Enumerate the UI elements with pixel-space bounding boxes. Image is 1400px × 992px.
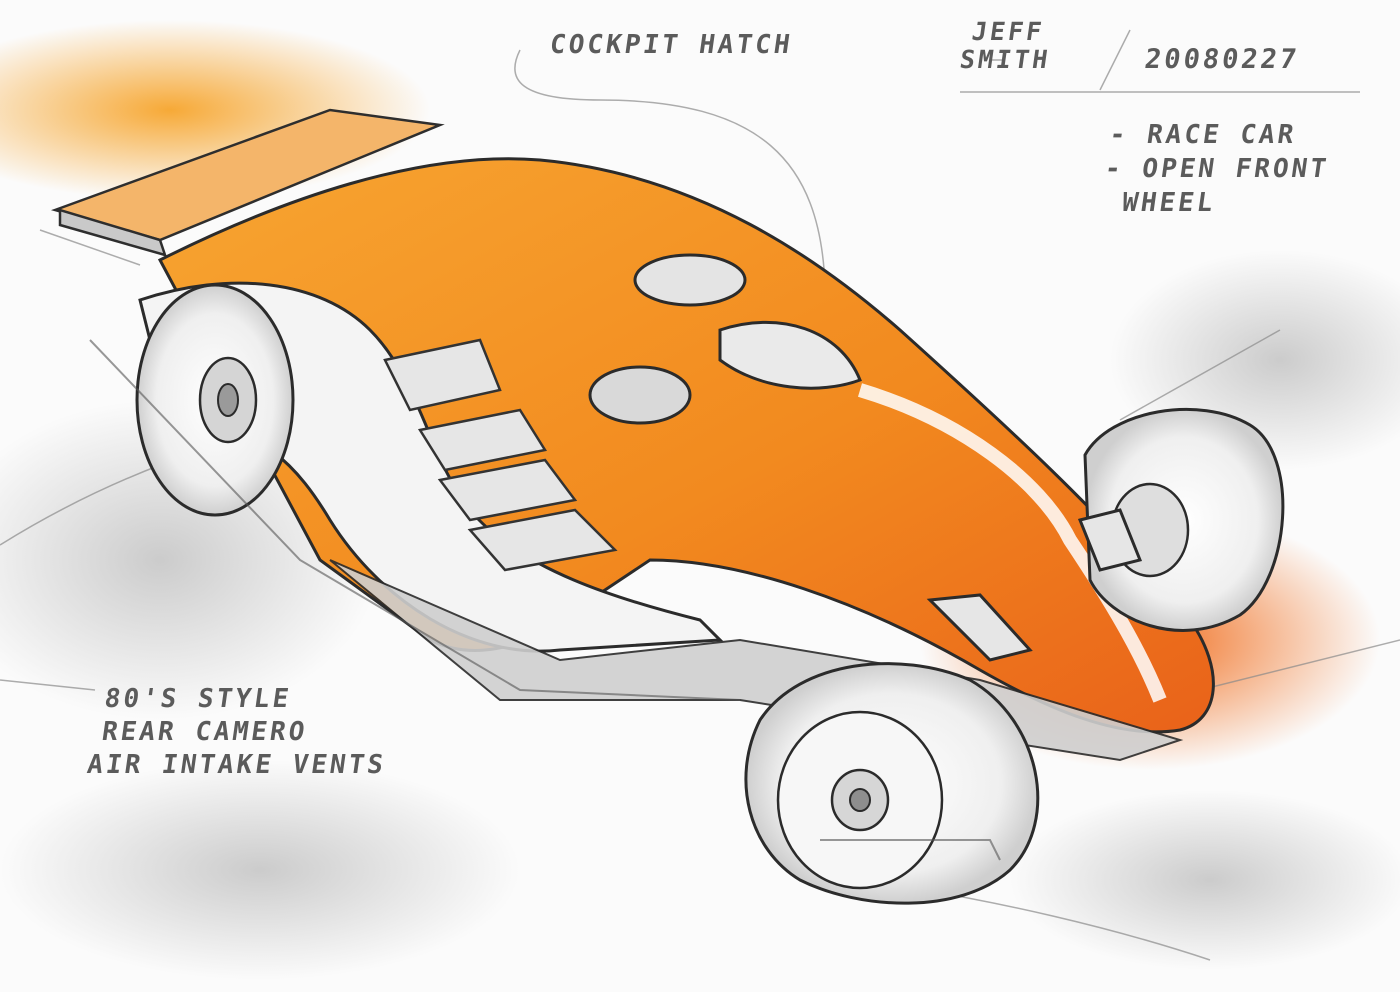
rear-wheel xyxy=(135,283,295,517)
author-first-name: JEFF xyxy=(970,17,1047,46)
vents-note-line-2: REAR CAMERO xyxy=(99,717,310,747)
grey-smudge-3 xyxy=(0,760,520,980)
grey-smudge-4 xyxy=(1010,790,1400,970)
vents-note: 80'S STYLE REAR CAMERO AIR INTAKE VENTS xyxy=(85,683,397,782)
front-left-wheel xyxy=(744,662,1040,905)
vents-note-line-3: AIR INTAKE VENTS xyxy=(85,750,388,780)
vents-note-line-1: 80'S STYLE xyxy=(102,684,294,714)
feature-notes: - RACE CAR - OPEN FRONT WHEEL xyxy=(1098,118,1336,220)
sketch-date: 20080227 xyxy=(1142,44,1302,75)
feature-note-race-car: - RACE CAR xyxy=(1107,120,1299,150)
cockpit-hatch xyxy=(633,253,747,307)
cockpit-hatch-note: COCKPIT HATCH xyxy=(547,30,795,60)
author-last-name: SMITH xyxy=(958,45,1053,74)
feature-note-wheel: WHEEL xyxy=(1120,188,1218,218)
author-name: JEFF SMITH xyxy=(958,17,1056,74)
feature-note-open-front: - OPEN FRONT xyxy=(1102,154,1331,184)
